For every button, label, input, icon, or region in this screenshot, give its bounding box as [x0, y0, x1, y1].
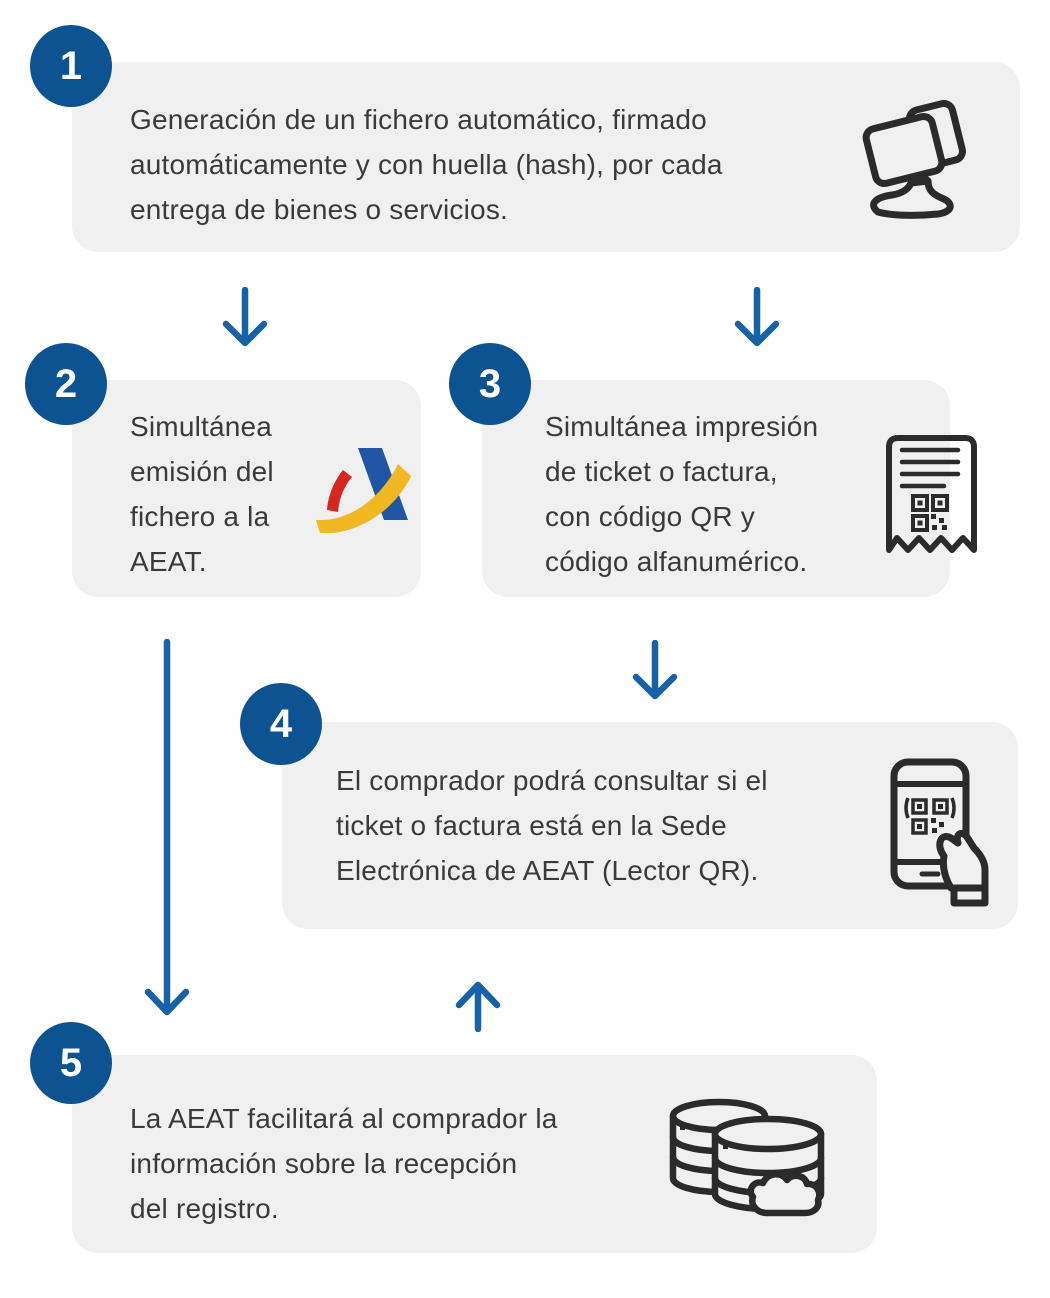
step-5-text: La AEAT facilitará al comprador la infor… [130, 1103, 558, 1224]
step-5-number-badge: 5 [30, 1022, 112, 1104]
step-1-text: Generación de un fichero automático, fir… [130, 104, 723, 225]
step-3-number-badge: 3 [449, 343, 531, 425]
step-2-text: Simultánea emisión del fichero a la AEAT… [130, 411, 274, 577]
receipt-qr-icon [886, 435, 977, 553]
step-4-text: El comprador podrá consultar si el ticke… [336, 765, 768, 886]
arrow-up-step5-to-step4 [455, 981, 501, 1032]
aeat-logo [316, 448, 411, 534]
step-2-box [72, 380, 421, 597]
arrow-down-step3-to-step4 [632, 640, 678, 700]
pos-terminal-icon [862, 100, 966, 219]
step-2-number-badge: 2 [25, 343, 107, 425]
arrow-down-step1-to-step2 [222, 287, 268, 347]
step-3-text: Simultánea impresión de ticket o factura… [545, 411, 819, 577]
step-1-number-badge: 1 [30, 25, 112, 107]
database-cloud-icon [669, 1098, 825, 1217]
phone-qr-scan-icon [890, 758, 989, 907]
step-1-box [72, 62, 1020, 252]
step-3-box [482, 380, 950, 597]
arrow-down-step1-to-step3 [734, 287, 780, 347]
arrow-down-step2-to-step5 [144, 639, 190, 1016]
step-4-number-badge: 4 [240, 683, 322, 765]
